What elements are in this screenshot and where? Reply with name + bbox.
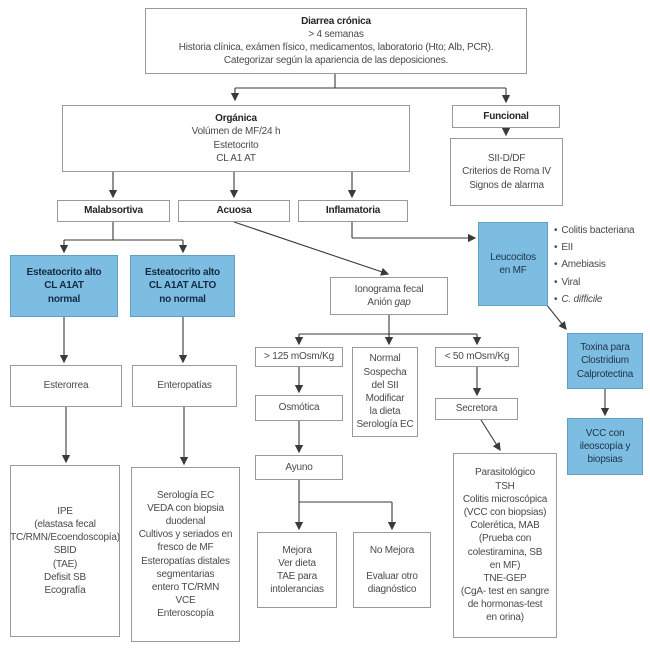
node-osm-bajo: < 50 mOsm/Kg [435, 347, 519, 367]
bullet-icon: • [554, 293, 558, 305]
node-sii-roma: SII-D/DF Criterios de Roma IV Signos de … [450, 138, 563, 206]
node-ayuno: Ayuno [255, 455, 343, 480]
node-mejora: Mejora Ver dieta TAE para intolerancias [257, 532, 337, 608]
bullet-icon: • [554, 276, 558, 288]
node-secretora-workup: Parasitológico TSH Colitis microscópica … [453, 453, 557, 638]
bullet-icon: • [554, 242, 558, 254]
list-item: •EII [554, 242, 573, 254]
bullet-icon: • [554, 225, 558, 236]
node-organica: Orgánica Volúmen de MF/24 h Estetocrito … [62, 105, 410, 172]
node-osmotica: Osmótica [255, 395, 343, 421]
node-title: Diarrea crónica [301, 15, 371, 27]
node-toxina-clostridium: Toxina para Clostridium Calprotectina [567, 333, 643, 389]
list-item: •C. difficile [554, 293, 603, 305]
node-normal-sospecha-sii: Normal Sospecha del SII Modificar la die… [352, 347, 418, 437]
bullet-icon: • [554, 259, 558, 271]
node-vcc-ileoscopia: VCC con ileoscopía y biopsias [567, 418, 643, 475]
node-esteatocrito-normal: Esteatocrito alto CL A1AT normal [10, 255, 118, 317]
node-secretora: Secretora [435, 398, 518, 420]
node-leucocitos-mf: Leucocitos en MF [478, 222, 548, 306]
node-malabsortiva: Malabsortiva [57, 200, 170, 222]
list-item: •Colitis bacteriana [554, 225, 635, 236]
node-esteatocrito-alto: Esteatocrito alto CL A1AT ALTO no normal [130, 255, 235, 317]
node-serologia-workup: Serología EC VEDA con biopsia duodenal C… [131, 467, 240, 642]
node-no-mejora: No Mejora Evaluar otro diagnóstico [353, 532, 431, 608]
node-ipe-workup: IPE (elastasa fecal TC/RMN/Ecoendoscopía… [10, 465, 120, 637]
leucocitos-causes-list: •Colitis bacteriana •EII •Amebiasis •Vir… [554, 224, 650, 306]
node-diarrea-cronica: Diarrea crónica > 4 semanas Historia clí… [145, 8, 527, 74]
node-esterorrea: Esterorrea [10, 365, 122, 407]
node-ionograma-fecal: Ionograma fecal Anión gap [330, 277, 448, 315]
node-funcional: Funcional [452, 105, 560, 128]
list-item: •Viral [554, 276, 581, 288]
node-acuosa: Acuosa [178, 200, 290, 222]
node-enteropatias: Enteropatías [132, 365, 237, 407]
list-item: •Amebiasis [554, 259, 606, 271]
node-osm-alto: > 125 mOsm/Kg [255, 347, 343, 367]
node-inflamatoria: Inflamatoria [298, 200, 408, 222]
